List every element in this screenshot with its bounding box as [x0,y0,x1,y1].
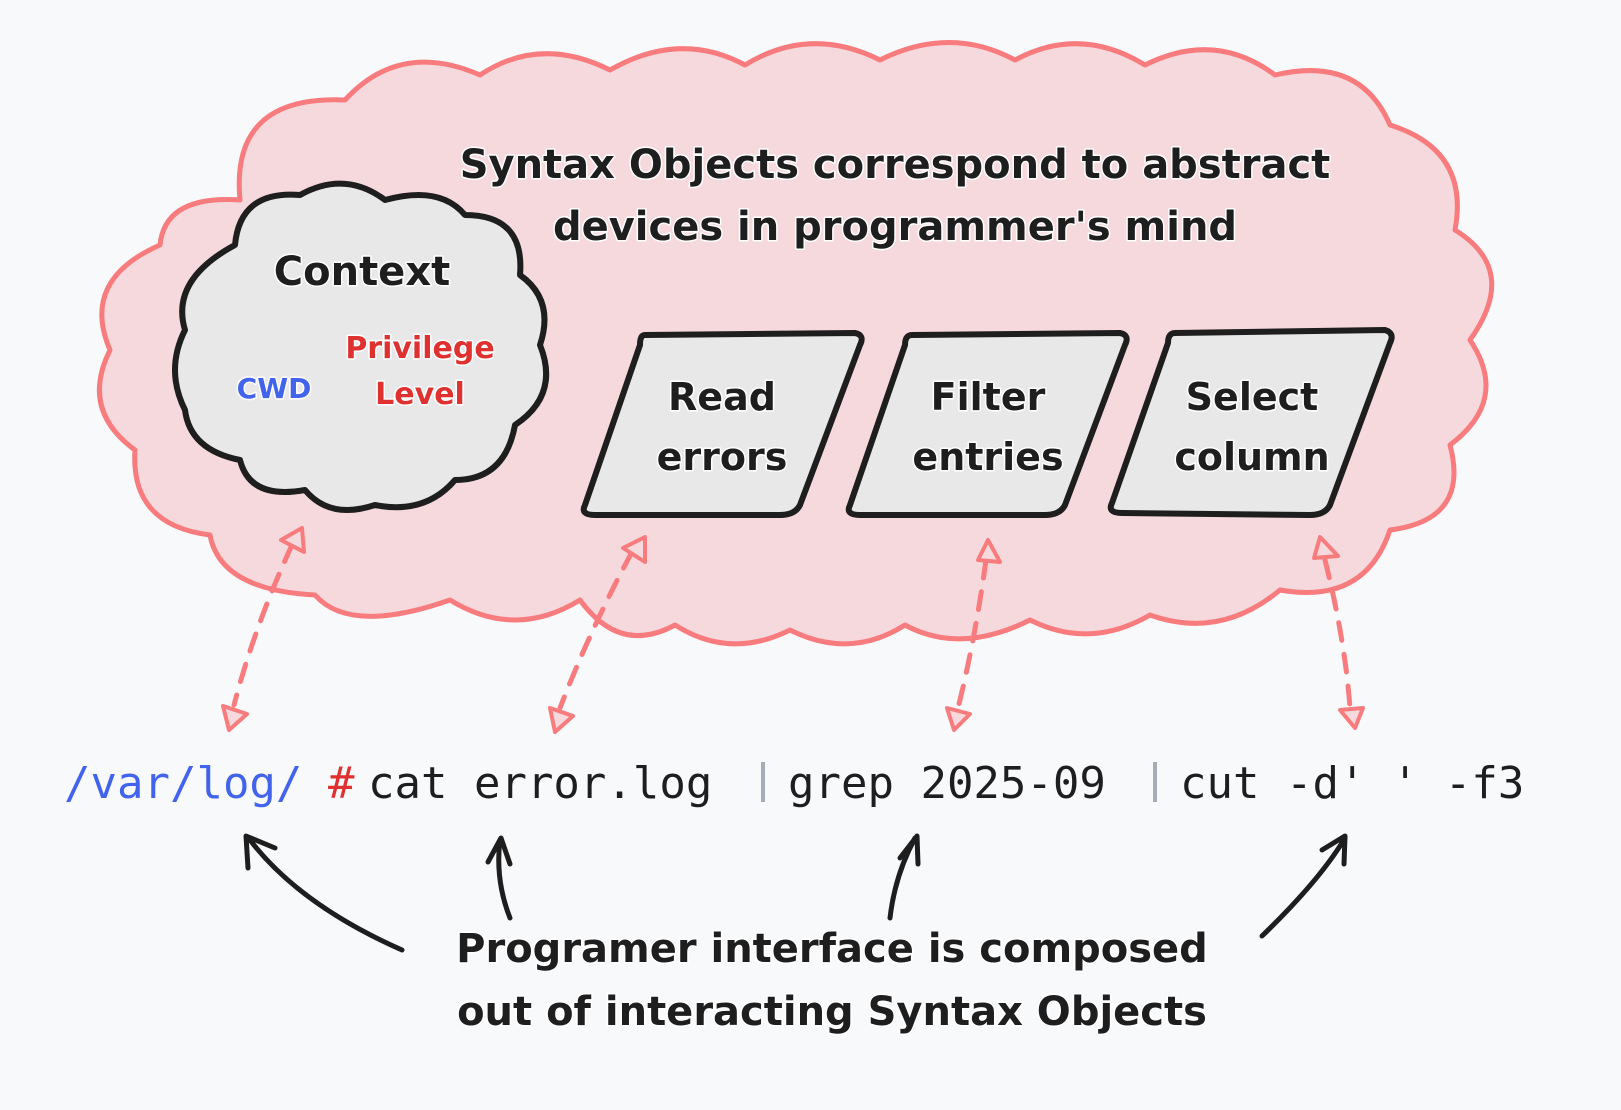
context-title: Context [274,249,450,295]
pointer-arrow-cwd [243,833,405,953]
arrow-tip-icon [897,833,921,867]
device-box [845,330,1130,518]
arrowhead-icon [221,704,249,732]
arrow-tip-icon [1319,833,1348,867]
device-select-column: Select column [1107,327,1395,518]
device-label-line1: Read [668,375,776,419]
connector-filter-entries [945,538,1002,732]
arrowhead-icon [621,535,647,564]
command-segment-cat: cat error.log [368,758,712,809]
footer-line2: out of interacting Syntax Objects [457,989,1207,1035]
pointer-arrow-cut [1259,833,1348,939]
command-segment-cut: cut -d' ' -f3 [1180,758,1524,809]
privilege-label-line2: Level [375,377,465,412]
arrowhead-icon [279,526,306,554]
pointer-arrow-cat [485,835,513,921]
arrowhead-icon [1312,535,1340,560]
arrowhead-icon [1338,706,1365,730]
arrowhead-icon [945,706,972,732]
arrowhead-icon [976,538,1002,564]
connector-read-errors [548,535,647,734]
device-label-line2: errors [657,435,788,479]
cwd-label: CWD [237,372,312,405]
pipe-separator [761,762,765,802]
device-label-line2: column [1174,435,1329,479]
arrowhead-icon [548,706,575,734]
device-label-line1: Select [1186,375,1319,419]
arrow-tip-icon [243,833,278,871]
privilege-label-line1: Privilege [345,331,494,366]
connector-select-column [1312,535,1365,730]
command-prompt: # [328,758,355,809]
device-box [580,330,865,518]
command-cwd: /var/log/ [64,758,302,809]
command-segment-grep: grep 2025-09 [788,758,1106,809]
pointer-arrow-grep [887,833,921,921]
arrow-tip-icon [485,835,513,867]
device-label-line1: Filter [931,375,1046,419]
pipe-separator [1153,762,1157,802]
device-box [1107,327,1395,518]
header-line1: Syntax Objects correspond to abstract [460,142,1331,188]
command-line: /var/log/ # cat error.log grep 2025-09 c… [64,758,1524,809]
footer-line1: Programer interface is composed [456,926,1208,972]
device-filter-entries: Filter entries [845,330,1130,518]
connector-context [221,526,306,732]
device-label-line2: entries [912,435,1063,479]
context-cloud [172,180,550,513]
device-read-errors: Read errors [580,330,865,518]
header-line2: devices in programmer's mind [553,204,1237,250]
